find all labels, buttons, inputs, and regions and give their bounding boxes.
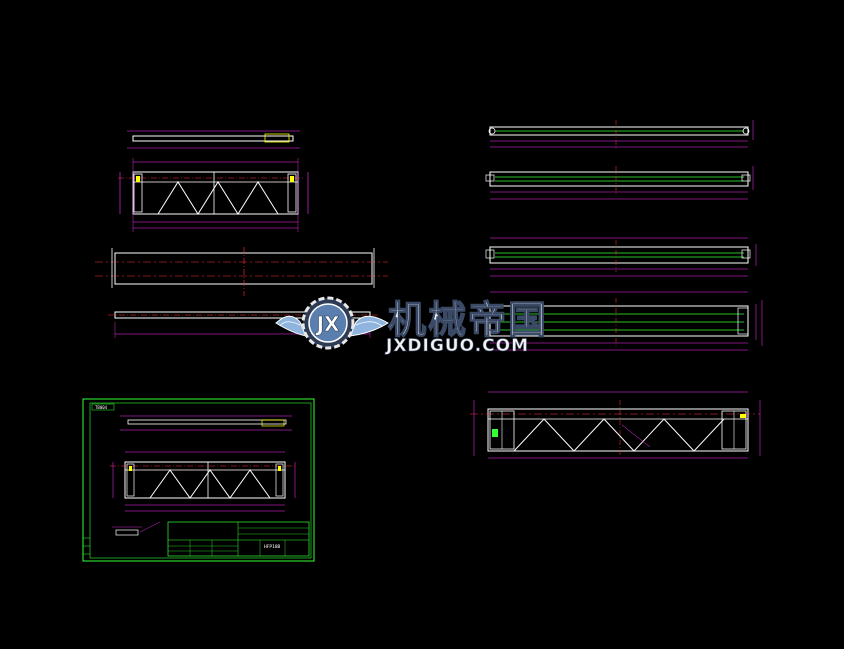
title-block: HFP18B	[167, 521, 310, 557]
watermark-logo: JX 机械帝国 JXDIGUO.COM	[275, 296, 548, 356]
right-rail-views	[470, 120, 763, 459]
watermark-url: JXDIGUO.COM	[385, 336, 529, 356]
title-block-code: HFP18B	[264, 544, 281, 550]
left-wing-icon	[275, 315, 307, 337]
gear-icon	[301, 296, 355, 350]
sheet-frame-label: TB004	[95, 405, 108, 410]
logo-letters: JX	[315, 312, 340, 336]
top-left-truss-view	[118, 130, 309, 232]
watermark-title: 机械帝国	[388, 298, 548, 342]
right-wing-icon	[349, 315, 389, 337]
bottom-left-drawing-sheet: TB004	[82, 398, 315, 562]
